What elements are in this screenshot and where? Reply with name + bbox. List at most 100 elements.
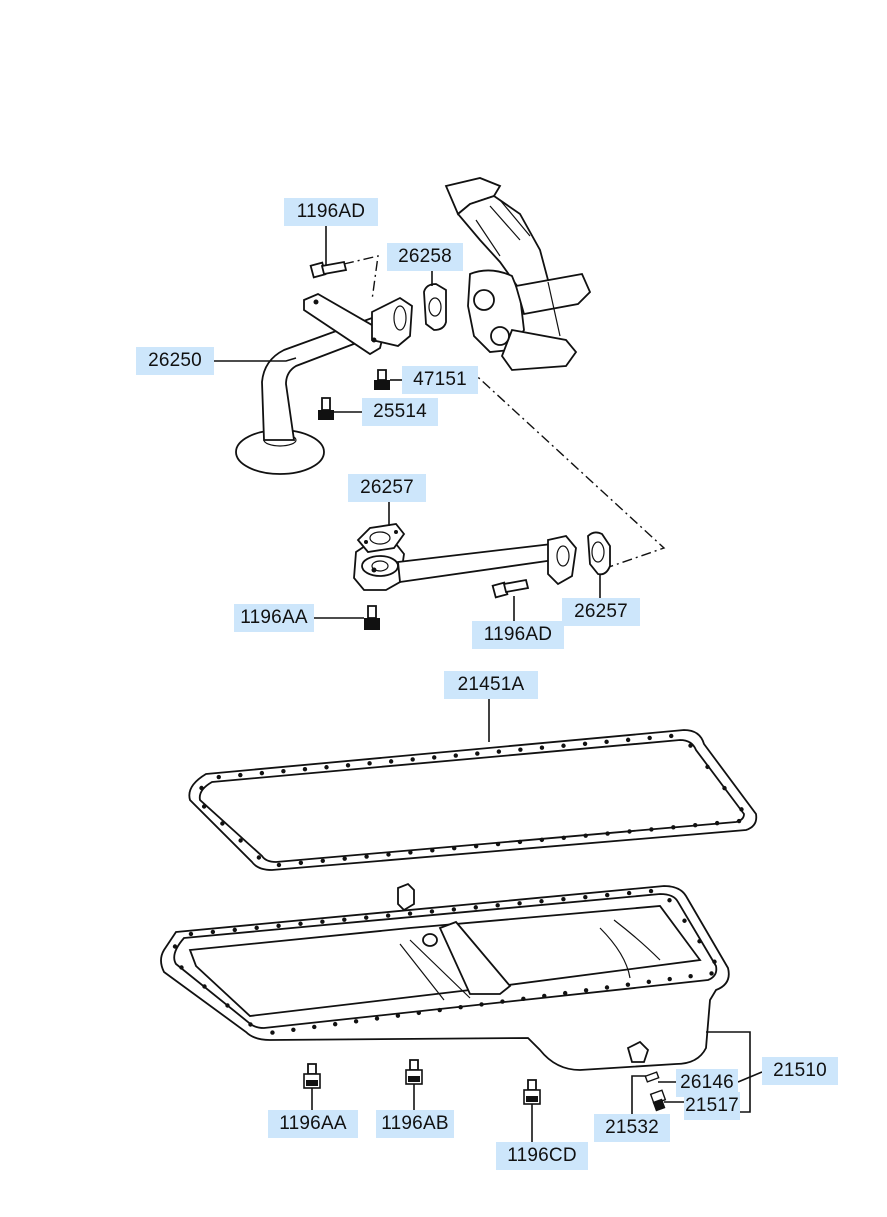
bolt-hole [453, 753, 458, 758]
bolt-hole [430, 848, 435, 853]
bolt-hole [562, 990, 568, 996]
bolt-hole [302, 767, 308, 772]
bolt-hole [342, 917, 347, 922]
bolt-hole [561, 835, 566, 840]
bolt-hole [216, 774, 221, 780]
bolt-hole [254, 925, 259, 931]
bolt-hole [604, 985, 610, 990]
label-21517: 21517 [684, 1092, 740, 1120]
bolt-1196ab [405, 1059, 423, 1085]
bolt-hole [220, 821, 225, 826]
gasket-bolt-holes [199, 733, 744, 868]
bolt-hole [625, 982, 631, 987]
label-1196cd: 1196CD [496, 1142, 588, 1170]
bolt-hole [479, 1002, 484, 1007]
bolt-hole [667, 976, 672, 982]
bolt-hole [395, 1013, 401, 1018]
label-47151: 47151 [402, 366, 478, 394]
drain-plug-21517 [649, 1089, 667, 1112]
bolt-hole [332, 1021, 338, 1027]
bolt-hole [583, 894, 588, 900]
bolt-hole [517, 901, 522, 906]
bolt-hole [238, 838, 243, 843]
bolt-hole [688, 743, 693, 748]
bolt-hole [500, 999, 505, 1004]
label-21532: 21532 [594, 1114, 670, 1142]
bolt-hole [201, 804, 207, 809]
bolt-hole [452, 846, 457, 851]
bolt-hole [367, 761, 372, 766]
bolt-hole [542, 993, 547, 999]
bolt-hole [473, 843, 479, 849]
bolt-hole [649, 827, 654, 832]
bolt-hole [736, 818, 742, 824]
label-25514: 25514 [362, 398, 438, 426]
bolt-hole [312, 1024, 317, 1030]
bolt-1196ad-top [309, 260, 348, 279]
bolt-hole [647, 735, 652, 741]
bolt-hole [682, 918, 687, 923]
bolt-hole [345, 763, 351, 768]
bolt-hole [473, 905, 478, 910]
bolt-hole [625, 737, 631, 743]
bolt-hole [693, 823, 698, 828]
bolt-hole [496, 749, 502, 754]
bolt-hole [722, 785, 727, 791]
bolt-hole [410, 757, 415, 762]
bolt-hole [172, 944, 178, 949]
bolt-hole [298, 921, 303, 926]
bolt-1196cd [523, 1079, 541, 1105]
bolt-hole [539, 745, 545, 750]
bolt-hole [458, 1005, 463, 1010]
bolt-hole [416, 1010, 422, 1016]
bolt-hole [199, 785, 204, 791]
bolt-hole [697, 939, 702, 944]
bolt-hole [342, 856, 347, 861]
bolt-hole [451, 907, 457, 912]
bolt-hole [432, 755, 437, 760]
bolt-hole [276, 923, 281, 928]
label-26258: 26258 [387, 243, 463, 271]
bolt-25514 [318, 397, 334, 420]
label-1196ad-top: 1196AD [284, 198, 378, 226]
bolt-1196aa-bottom [303, 1063, 321, 1089]
bolt-hole [202, 984, 207, 989]
bolt-hole [583, 833, 588, 838]
bolt-hole [353, 1019, 359, 1024]
bolt-hole [539, 837, 545, 843]
bolt-hole [407, 911, 413, 916]
gasket-26257-right [587, 531, 611, 576]
oil-pan-gasket [188, 729, 758, 871]
bolt-1196aa-mid [364, 605, 380, 630]
label-1196aa-mid: 1196AA [234, 604, 314, 632]
guide-line-pump [467, 367, 666, 569]
bolt-hole [320, 919, 325, 924]
bolt-hole [705, 764, 710, 770]
bolt-hole [739, 807, 744, 812]
oil-pan [160, 882, 730, 1071]
oil-strainer [235, 292, 413, 475]
bolt-hole [385, 913, 391, 918]
bolt-hole [429, 909, 435, 914]
label-26257-top: 26257 [348, 474, 426, 502]
bolt-hole [324, 765, 329, 770]
bolt-hole [475, 751, 480, 756]
bolt-hole [667, 898, 672, 903]
label-1196ab: 1196AB [376, 1110, 454, 1138]
bolt-hole [210, 929, 216, 935]
bolt-hole [495, 903, 500, 908]
bolt-hole [291, 1027, 296, 1032]
bolt-hole [232, 927, 237, 933]
bolt-hole [281, 768, 286, 774]
bolt-hole [521, 996, 526, 1001]
bolt-hole [259, 770, 265, 776]
label-1196ad-mid: 1196AD [472, 621, 564, 649]
label-1196aa-bottom: 1196AA [268, 1110, 358, 1138]
bolt-hole [248, 1022, 253, 1027]
bolt-hole [583, 988, 589, 993]
bolt-hole [276, 862, 282, 868]
bolt-hole [669, 733, 674, 739]
leader-lines [214, 226, 763, 1142]
